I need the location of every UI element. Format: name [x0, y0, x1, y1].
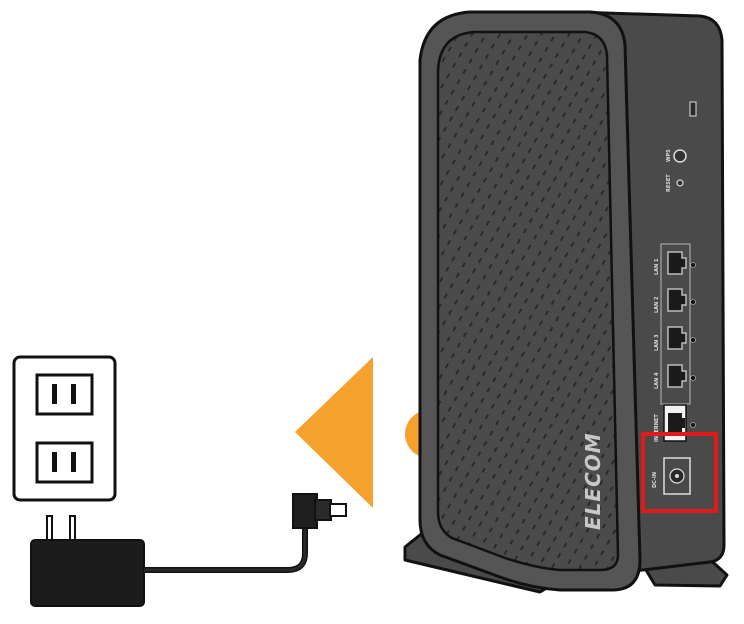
outlet-socket-bottom [35, 441, 94, 484]
lan1-port[interactable] [667, 251, 696, 275]
dc-in-port[interactable] [663, 457, 691, 495]
lan3-port[interactable] [667, 326, 696, 350]
lan4-port[interactable] [667, 364, 696, 388]
dc-in-label: DC-IN [652, 472, 658, 488]
mode-switch[interactable] [689, 101, 697, 117]
wps-button[interactable] [673, 149, 687, 163]
ac-adapter [30, 515, 308, 607]
lan2-label: LAN 2 [654, 296, 660, 313]
outlet-socket-top [35, 373, 94, 416]
reset-label: RESET [666, 174, 672, 192]
lan3-label: LAN 3 [654, 334, 660, 351]
arrow-head-icon [295, 357, 373, 508]
dc-plug [292, 493, 347, 529]
wall-outlet [12, 355, 117, 502]
front-vent-panel [436, 30, 620, 572]
lan2-port[interactable] [667, 288, 696, 312]
wps-label: WPS [666, 149, 672, 162]
dc-in-highlight-box [641, 432, 718, 513]
lan4-label: LAN 4 [654, 372, 660, 389]
lan1-label: LAN 1 [654, 258, 660, 275]
internet-label: INTERNET [654, 414, 660, 442]
brand-logo: ELECOM [581, 432, 605, 530]
lan-port-group [660, 243, 691, 405]
reset-button[interactable] [676, 179, 684, 187]
